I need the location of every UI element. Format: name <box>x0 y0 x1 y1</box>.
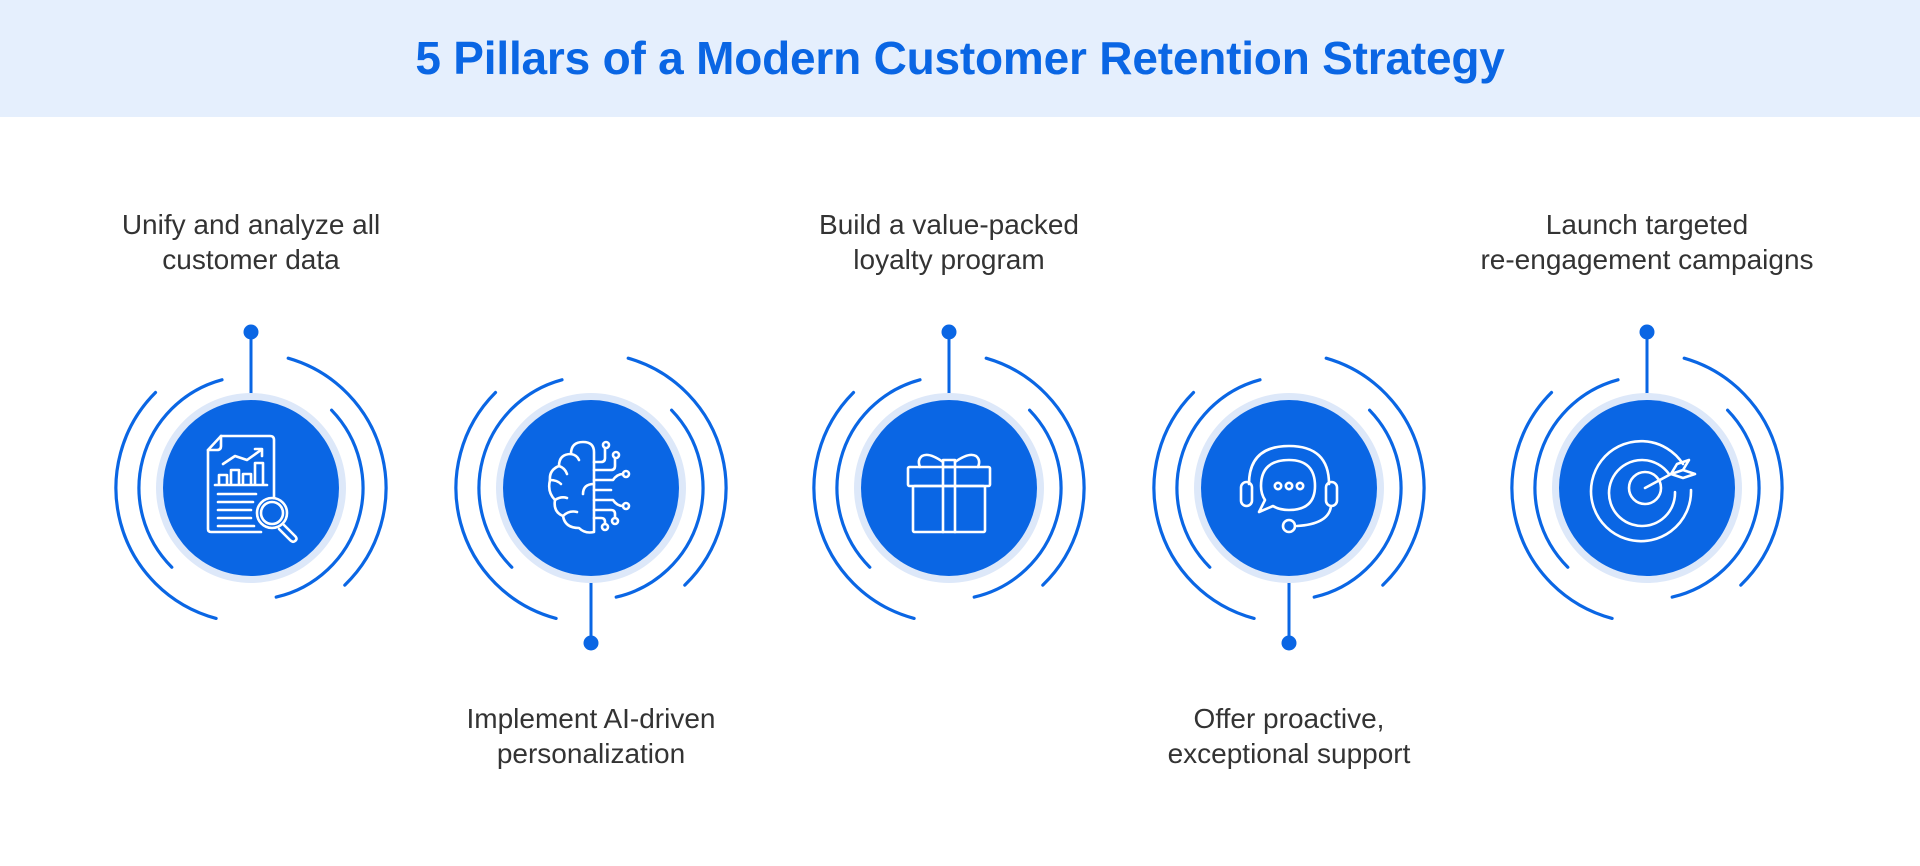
pillar-5-label: Launch targeted re-engagement campaigns <box>1437 207 1857 277</box>
pillar-2-disc <box>496 393 686 583</box>
pillar-4-label-line-1: Offer proactive, <box>1193 703 1385 734</box>
pillar-5-label-line-2: re-engagement campaigns <box>1480 244 1814 275</box>
gift-icon <box>906 453 992 534</box>
pillar-2-connector-dot <box>583 635 599 651</box>
pillar-3-disc <box>854 393 1044 583</box>
pillar-3-connector-dot <box>941 324 957 340</box>
pillar-5 <box>1510 324 1784 621</box>
pillar-1-label: Unify and analyze all customer data <box>41 207 461 277</box>
pillar-1-label-line-1: Unify and analyze all <box>121 209 381 240</box>
report-analysis-icon <box>206 434 298 544</box>
target-arrow-icon <box>1589 439 1697 543</box>
pillar-4-label-line-2: exceptional support <box>1167 738 1411 769</box>
pillar-3-label: Build a value-packed loyalty program <box>739 207 1159 277</box>
pillar-4 <box>1152 356 1426 651</box>
page-title: 5 Pillars of a Modern Customer Retention… <box>415 32 1505 84</box>
pillar-3-label-line-1: Build a value-packed <box>819 209 1079 240</box>
pillar-1-label-line-2: customer data <box>162 244 340 275</box>
pillar-2-label: Implement AI-driven personalization <box>381 701 801 771</box>
header-band: 5 Pillars of a Modern Customer Retention… <box>0 0 1920 117</box>
pillar-1-disc <box>156 393 346 583</box>
pillar-1-connector-dot <box>243 324 259 340</box>
ai-brain-icon <box>547 440 631 534</box>
pillar-5-connector-dot <box>1639 324 1655 340</box>
pillar-2-label-line-1: Implement AI-driven <box>466 703 716 734</box>
support-headset-icon <box>1239 444 1339 534</box>
pillar-2-label-line-2: personalization <box>496 738 686 769</box>
pillar-2 <box>454 356 728 651</box>
pillar-4-connector-dot <box>1281 635 1297 651</box>
pillar-1 <box>114 324 388 621</box>
pillar-3-label-line-2: loyalty program <box>853 244 1045 275</box>
pillar-3 <box>812 324 1086 621</box>
pillar-4-label: Offer proactive, exceptional support <box>1079 701 1499 771</box>
pillar-5-label-line-1: Launch targeted <box>1545 209 1749 240</box>
